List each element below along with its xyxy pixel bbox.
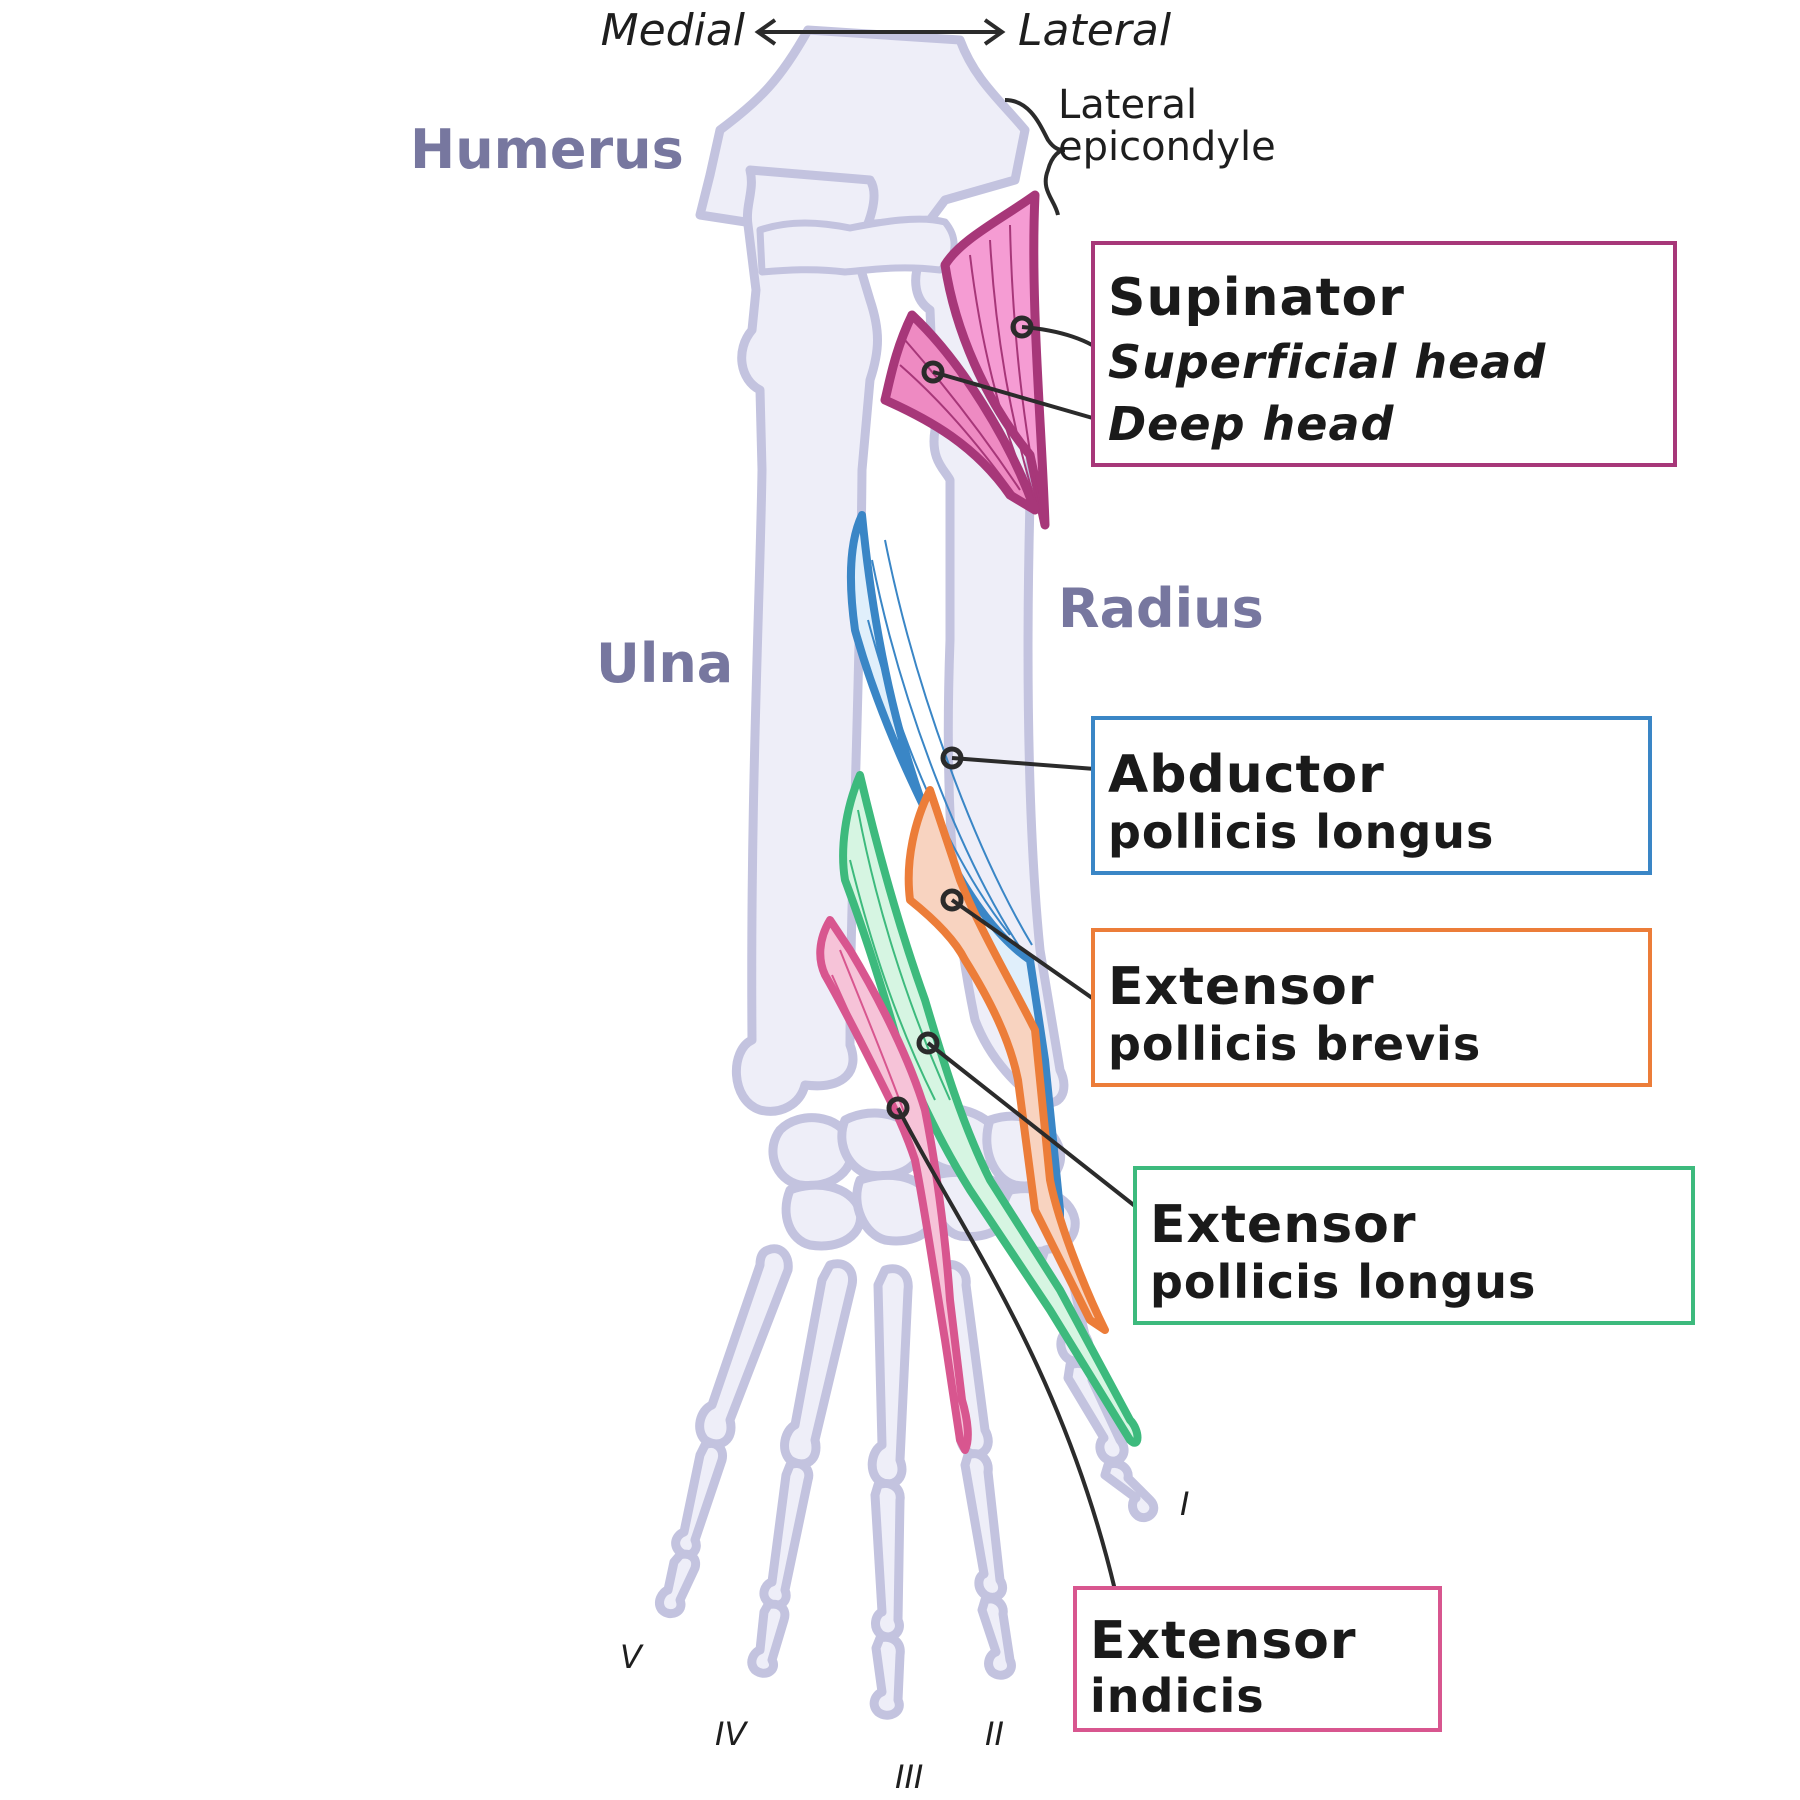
epb-box [1091,928,1652,1087]
humerus-label: Humerus [410,118,684,181]
epl-line1: Extensor [1150,1195,1417,1255]
epicondyle-label-line2: epicondyle [1058,124,1276,170]
apl-line1: Abductor [1108,745,1385,805]
supinator-deep-head [880,310,1040,515]
leader-epl [926,1041,1142,1212]
lateral-label: Lateral [1018,5,1172,56]
medial-label: Medial [601,5,746,56]
leader-lines [886,98,1142,1591]
digit-label-i: I [1180,1485,1189,1523]
pin-apl [940,746,964,770]
digit-label-v: V [620,1638,644,1676]
ei-line2: indicis [1090,1669,1265,1723]
ei-fibers [831,949,906,1116]
supinator-superficial-label: Superficial head [1108,335,1546,389]
leader-ei [896,1107,1117,1591]
phalanges [655,1359,1159,1720]
radius-label: Radius [1058,577,1264,640]
epl-box [1133,1166,1695,1325]
leader-epb [950,898,1097,1002]
leader-apl [951,756,1109,772]
elbow-joint [756,215,958,276]
epicondyle-label-line1: Lateral [1058,82,1197,128]
supinator-fibers [899,224,1041,506]
supinator-title: Supinator [1108,268,1405,328]
epl-line2: pollicis longus [1150,1255,1536,1309]
epl-fibers [849,809,951,1101]
ei-box [1073,1586,1442,1732]
ulna-label: Ulna [596,632,733,695]
epb-callout: Extensor pollicis brevis [1091,928,1652,1087]
ei-callout: Extensor indicis [1073,1586,1442,1732]
direction-indicator: Medial Lateral [601,5,1172,56]
digit-labels: I II III IV V [620,1485,1189,1796]
pin-superficial-head [1010,315,1034,339]
digit-label-iii: III [895,1758,923,1796]
arrow-right-icon [983,18,1006,46]
extensor-indicis [816,916,972,1454]
epb-line2: pollicis brevis [1108,1017,1481,1071]
supinator-deep-label: Deep head [1108,397,1395,451]
digit-label-iv: IV [715,1715,748,1753]
apl-line2: pollicis longus [1108,805,1494,859]
arrow-left-icon [754,18,777,46]
epicondyle-brace [1004,98,1066,216]
pin-deep-head [921,360,945,384]
supinator-box [1091,241,1677,467]
apl-box [1091,716,1652,875]
leader-deep-head [932,370,1111,425]
muscle-layer [816,190,1142,1454]
epb-line1: Extensor [1108,957,1375,1017]
pin-epl [916,1031,940,1055]
pin-epb [940,888,964,912]
extensor-pollicis-longus [839,771,1142,1447]
digit-label-ii: II [985,1715,1004,1753]
extensor-pollicis-brevis [904,786,1109,1334]
pin-ei [886,1096,910,1120]
ei-line1: Extensor [1090,1611,1357,1671]
apl-callout: Abductor pollicis longus [1091,716,1652,875]
supinator-callout: Supinator Superficial head Deep head [1091,241,1677,467]
epl-callout: Extensor pollicis longus [1133,1166,1695,1325]
